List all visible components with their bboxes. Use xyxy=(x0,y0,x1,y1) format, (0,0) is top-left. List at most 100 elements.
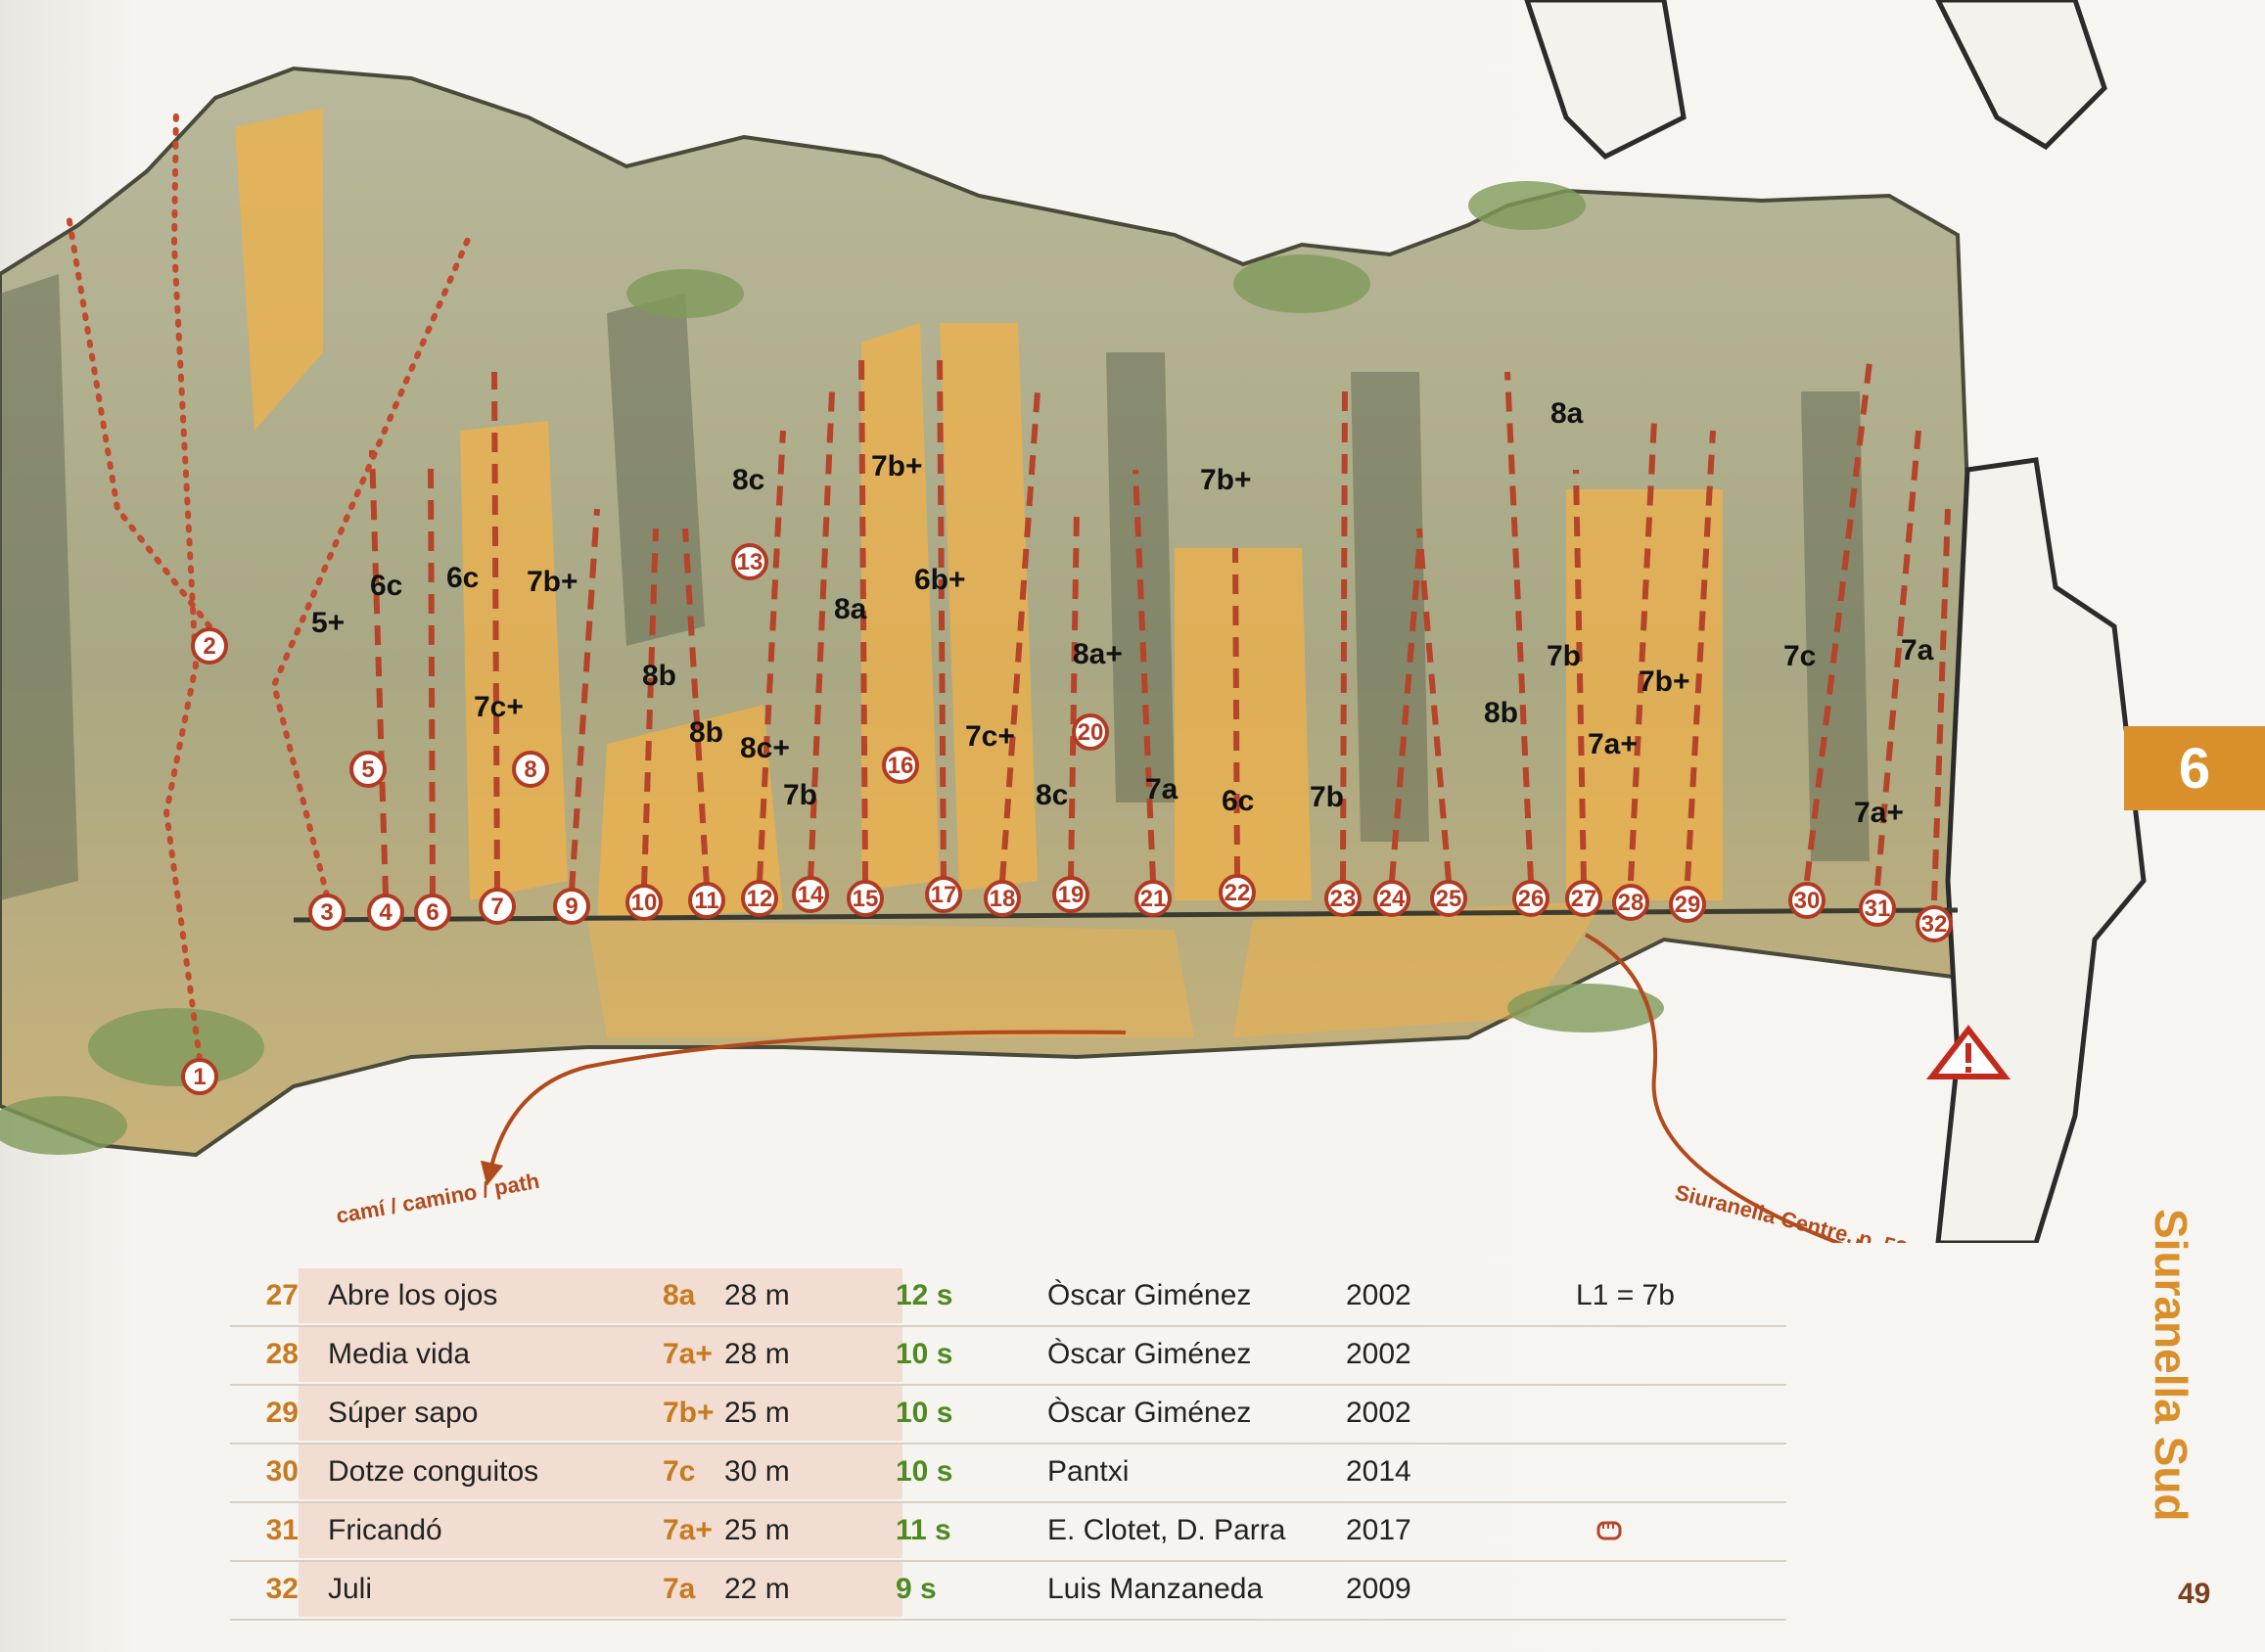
vegetation xyxy=(0,181,1664,1155)
route-number-text: 2 xyxy=(203,633,215,660)
route-grade-label: 7b xyxy=(1310,781,1344,813)
route-grade-label: 8a xyxy=(1550,397,1584,430)
route-length: 28 m xyxy=(724,1338,790,1370)
route-quickdraws: 10 s xyxy=(896,1338,953,1370)
route-year: 2002 xyxy=(1346,1338,1411,1370)
route-quickdraws: 9 s xyxy=(896,1573,937,1605)
route-number-marker: 12 xyxy=(741,880,778,917)
route-number-text: 19 xyxy=(1058,882,1085,908)
route-year: 2014 xyxy=(1346,1455,1411,1488)
route-quickdraws: 12 s xyxy=(896,1279,953,1311)
route-number-marker: 13 xyxy=(731,543,768,580)
path-label: camí / camino / path xyxy=(335,1169,541,1228)
route-number-circle xyxy=(181,1058,218,1095)
route-grade-label: 7c xyxy=(1783,640,1816,672)
route-grade-label: 8c xyxy=(1036,779,1068,811)
route-name: Abre los ojos xyxy=(328,1279,498,1311)
route-length: 22 m xyxy=(724,1573,790,1605)
route-number-text: 3 xyxy=(320,899,333,926)
route-author: Òscar Giménez xyxy=(1047,1338,1252,1370)
route-number-circle xyxy=(688,882,725,919)
route-number: 29 xyxy=(265,1397,299,1429)
route-grade-label: 7b+ xyxy=(527,566,578,598)
route-number-text: 27 xyxy=(1571,886,1597,912)
fist-icon xyxy=(1596,1521,1622,1540)
route-number-marker: 11 xyxy=(688,882,725,919)
route-number-marker: 28 xyxy=(1612,884,1649,921)
route-grade-label: 5+ xyxy=(311,607,345,639)
route-number-circle xyxy=(625,884,663,921)
route-number-text: 30 xyxy=(1794,888,1821,914)
route-number-text: 16 xyxy=(888,753,914,779)
rock-streaks xyxy=(235,108,1723,1037)
route-grade-label: 6c xyxy=(370,570,402,602)
route-grade-label: 8a xyxy=(834,593,867,625)
route-grade-label: 7a xyxy=(1901,634,1934,666)
route-number-circle xyxy=(741,880,778,917)
route-grade-label: 7c+ xyxy=(474,691,524,723)
route-year: 2009 xyxy=(1346,1573,1411,1605)
route-number-marker: 7 xyxy=(479,888,516,925)
route-number-marker: 17 xyxy=(925,876,962,913)
route-grade-label: 7a+ xyxy=(1854,797,1904,829)
crag-topo-drawing: 5+6c6c7b+7c+8b8b8c8c+7b8a7b+6b+7c+8a+8c7… xyxy=(0,0,2147,1243)
route-number-text: 29 xyxy=(1675,892,1701,918)
route-number-text: 11 xyxy=(694,888,718,914)
route-author: E. Clotet, D. Parra xyxy=(1047,1514,1286,1546)
route-number-text: 9 xyxy=(565,894,578,920)
route-number-marker: 20 xyxy=(1072,713,1109,751)
route-number: 30 xyxy=(265,1455,299,1488)
route-number-marker: 9 xyxy=(553,888,590,925)
route-number-circle xyxy=(1430,880,1467,917)
route-number-circle xyxy=(553,888,590,925)
route-number-marker: 8 xyxy=(512,751,549,788)
route-number-circle xyxy=(414,894,451,931)
route-quickdraws: 10 s xyxy=(896,1397,953,1429)
route-number-circle xyxy=(731,543,768,580)
route-grade-label: 7b+ xyxy=(1639,665,1690,698)
approach-dotted-lines xyxy=(66,105,473,1062)
route-number-circle xyxy=(512,751,549,788)
route-number-circle xyxy=(1052,876,1089,913)
route-number-circle xyxy=(984,880,1021,917)
route-grade-label: 7b+ xyxy=(1200,464,1252,496)
route-name: Fricandó xyxy=(328,1514,442,1546)
route-number-marker: 15 xyxy=(847,880,884,917)
route-author: Pantxi xyxy=(1047,1455,1130,1488)
route-number-text: 6 xyxy=(426,899,439,926)
route-number-marker: 31 xyxy=(1859,890,1896,927)
route-grade: 7b+ xyxy=(663,1397,715,1429)
route-grade-label: 7a xyxy=(1145,773,1179,805)
route-number-circle xyxy=(1916,905,1953,942)
route-number-text: 23 xyxy=(1330,886,1357,912)
route-number-marker: 30 xyxy=(1788,882,1826,919)
route-number-circle xyxy=(1565,880,1602,917)
route-grade-label: 7a+ xyxy=(1588,728,1638,760)
route-number-circle xyxy=(367,894,404,931)
route-number-circle xyxy=(191,627,228,665)
route-author: Òscar Giménez xyxy=(1047,1279,1252,1311)
route-grade-label: 6c xyxy=(446,562,479,594)
route-grade-label: 8b xyxy=(689,716,723,749)
route-number-marker: 24 xyxy=(1373,880,1410,917)
route-length: 28 m xyxy=(724,1279,790,1311)
siuranella-centre-label: Siuranella Centre, p. 53 xyxy=(1673,1180,1910,1243)
route-number-circle xyxy=(1324,880,1362,917)
route-number-text: 21 xyxy=(1140,886,1167,912)
route-number-circle xyxy=(1512,880,1549,917)
route-grade: 7a xyxy=(663,1573,696,1605)
route-number-text: 28 xyxy=(1618,890,1644,916)
route-number-marker: 22 xyxy=(1219,874,1256,911)
right-rock-tower xyxy=(1935,457,2147,1243)
route-number-text: 26 xyxy=(1518,886,1545,912)
route-number-circle xyxy=(1612,884,1649,921)
route-grade: 7a+ xyxy=(663,1514,713,1546)
route-number-marker: 1 xyxy=(181,1058,218,1095)
route-number-text: 18 xyxy=(990,886,1016,912)
